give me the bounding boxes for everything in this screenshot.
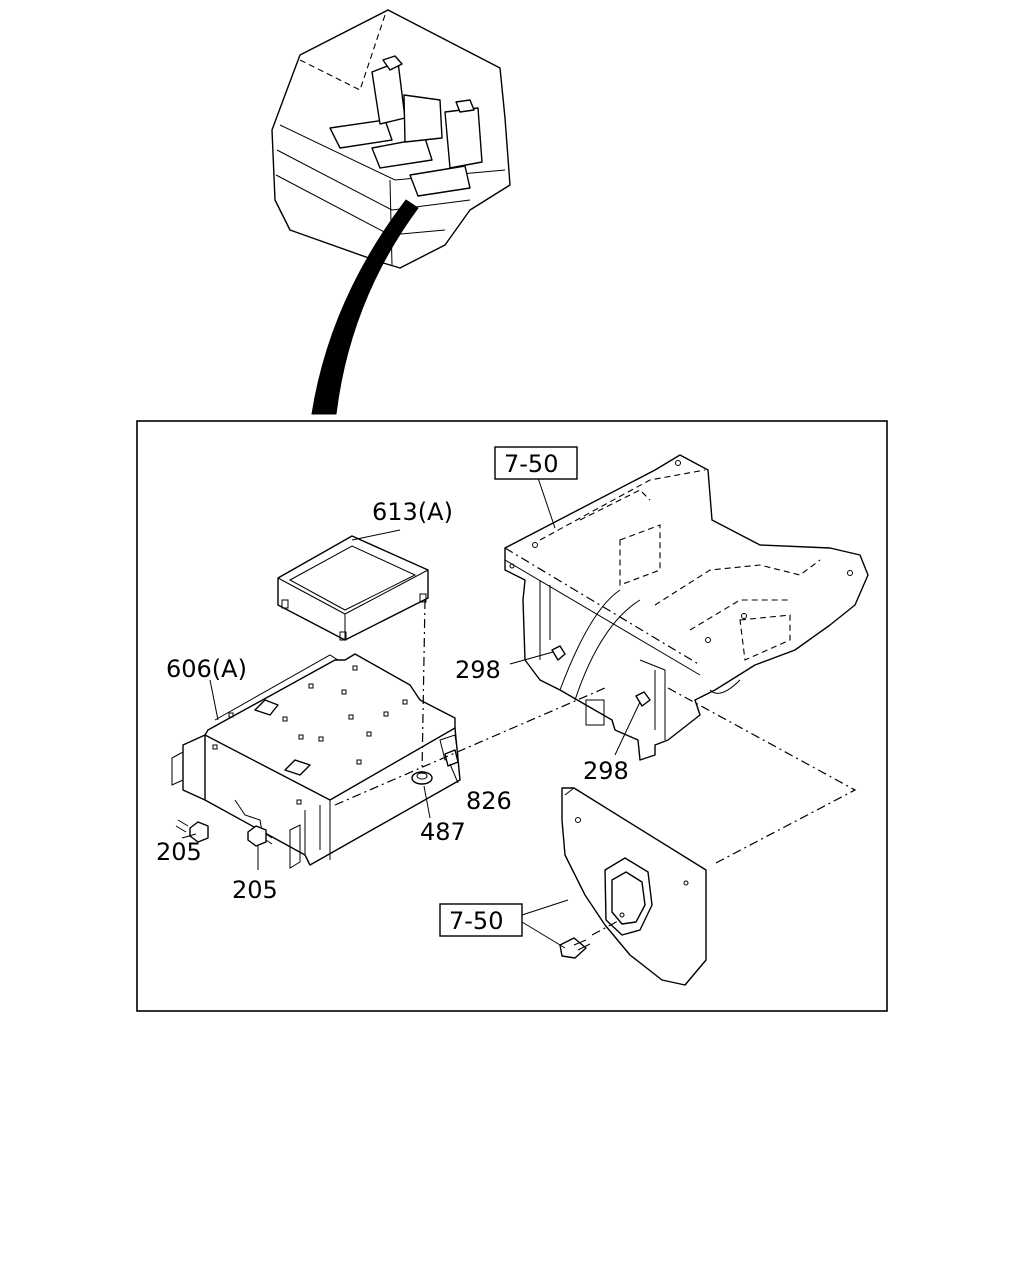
mounting-bracket <box>171 653 461 869</box>
ref-label-panel: 7-50 <box>449 907 503 935</box>
callout-613a: 613(A) <box>372 498 453 526</box>
ref-box-floor: 7-50 <box>494 446 578 480</box>
clip-lower <box>635 691 651 707</box>
relation-line-bolt <box>591 919 621 936</box>
callout-606a: 606(A) <box>166 655 247 683</box>
side-panel <box>561 787 707 986</box>
grommet <box>411 771 433 785</box>
callout-826: 826 <box>466 787 512 815</box>
relation-line-panel <box>667 687 857 865</box>
clip-upper <box>551 645 566 661</box>
seat-middle <box>371 94 443 169</box>
callout-487: 487 <box>420 818 466 846</box>
bolt-right <box>247 825 273 847</box>
detail-frame <box>136 420 888 1012</box>
callout-205-left: 205 <box>156 838 202 866</box>
seat-left <box>329 55 406 149</box>
callout-205-right: 205 <box>232 876 278 904</box>
panel-bolt <box>559 937 591 959</box>
spacer <box>444 749 459 767</box>
ref-label-floor: 7-50 <box>504 450 558 478</box>
callout-298-lower: 298 <box>583 757 629 785</box>
leader-lines <box>181 474 641 949</box>
callout-298-upper: 298 <box>455 656 501 684</box>
ecu-module <box>277 535 429 641</box>
relation-line-bracket <box>334 687 606 806</box>
cab-overview <box>271 9 511 269</box>
ref-box-panel: 7-50 <box>439 903 523 937</box>
cab-floor-structure <box>504 454 869 761</box>
seat-right <box>409 99 483 197</box>
detail-pointer <box>311 199 419 415</box>
